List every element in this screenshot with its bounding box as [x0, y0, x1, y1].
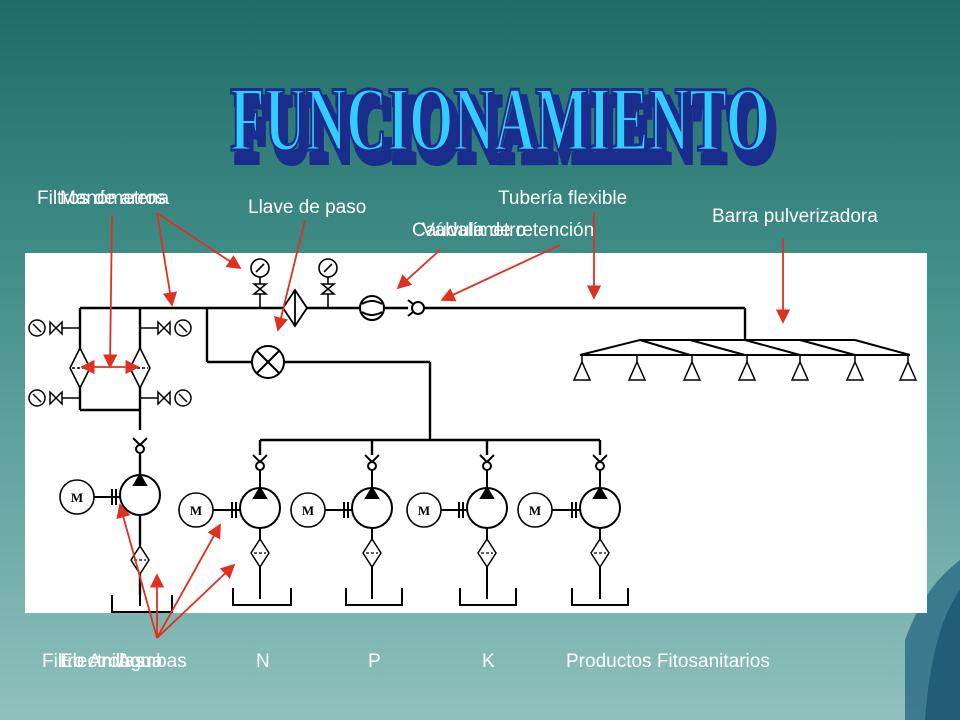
slide-title: FUNCIONAMIENTO FUNCIONAMIENTO [200, 10, 800, 190]
label-tuberia-flexible: Tubería flexible [498, 188, 628, 209]
barra-pulverizadora-symbol [572, 339, 918, 381]
label-k: K [482, 651, 495, 672]
motor-label: M [302, 503, 314, 518]
valvula-retencion-symbol [407, 299, 425, 317]
label-manometros: Manómetros [60, 188, 166, 209]
label-agua: Agua [118, 651, 163, 672]
label-filtro-anillas: Filtro Anillas [42, 651, 145, 672]
motor-label: M [529, 503, 541, 518]
motor-label: M [190, 503, 202, 518]
annotation-arrows [80, 212, 791, 639]
pump-k: M [406, 454, 517, 606]
title-text: FUNCIONAMIENTO [230, 68, 770, 170]
label-llave-paso: Llave de paso [248, 197, 367, 218]
label-valvula-retencion: Válvula de retención [422, 220, 595, 241]
sand-filters [69, 346, 151, 390]
pump-n: M [178, 454, 292, 606]
top-manometers [250, 258, 338, 308]
pump-p: M [290, 454, 403, 606]
pipes [78, 306, 747, 595]
label-electrobombas: Electrobombas [60, 651, 187, 672]
caudalimetro-symbol [359, 295, 385, 321]
label-barra-pulverizadora: Barra pulverizadora [712, 206, 878, 227]
side-manometers [28, 319, 192, 407]
llave-de-paso-symbol [251, 345, 285, 379]
label-n: N [256, 651, 270, 672]
title-shadow: FUNCIONAMIENTO [236, 78, 776, 180]
label-productos-fitosanitarios: Productos Fitosanitarios [566, 651, 770, 672]
pump-fito: M [517, 454, 629, 606]
label-p: P [368, 651, 381, 672]
motor-label: M [418, 503, 430, 518]
label-caudalimetro: Caudalímetro [412, 220, 527, 241]
pump-agua: M [59, 437, 173, 613]
motor-label: M [71, 490, 83, 505]
label-filtros-arena: Filtros de arena [37, 188, 170, 209]
main-line-filter [281, 288, 309, 328]
